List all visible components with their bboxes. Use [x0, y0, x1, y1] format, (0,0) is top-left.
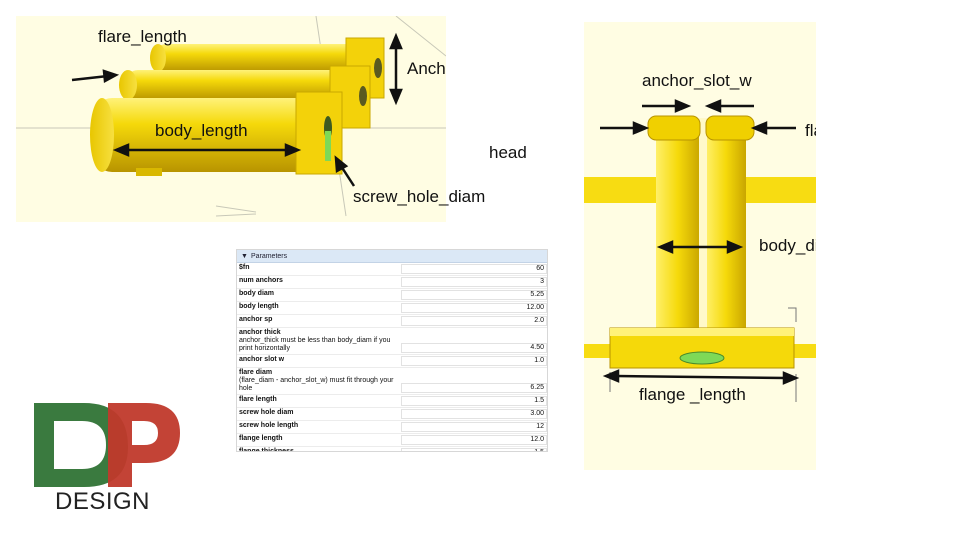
parameter-row: anchor slot w 1.0	[237, 355, 547, 368]
parameter-label: flange length	[239, 435, 283, 442]
anchor-body	[609, 115, 795, 369]
parameter-value-input[interactable]: 12.00	[401, 303, 547, 313]
parameter-label: num anchors	[239, 277, 283, 284]
flare-diam-label: flare_diam	[805, 121, 816, 140]
parameter-label: $fn	[239, 264, 250, 271]
parameter-label: screw hole diam	[239, 409, 294, 416]
parameter-value-input[interactable]: 5.25	[401, 290, 547, 300]
dp-design-logo	[20, 395, 190, 520]
parameter-name: num anchors	[237, 276, 399, 288]
parameter-value-input[interactable]: 4.50	[401, 343, 547, 353]
parameter-name: body length	[237, 302, 399, 314]
parameter-value-input[interactable]: 3	[401, 277, 547, 287]
parameter-value-input[interactable]: 1.0	[401, 356, 547, 366]
parameter-value-input[interactable]: 12	[401, 422, 547, 432]
parameter-label: screw hole length	[239, 422, 299, 429]
parameter-value-input[interactable]: 6.25	[401, 383, 547, 393]
right-render-panel: anchor_slot_w flare_diam body_diam flang…	[584, 22, 816, 470]
parameter-value-input[interactable]: 1.5	[401, 448, 547, 451]
parameter-name: screw hole length	[237, 421, 399, 433]
logo-design-text: DESIGN	[55, 488, 151, 515]
anchors-3d-render	[16, 16, 446, 217]
parameters-title: Parameters	[250, 252, 288, 260]
parameter-row: $fn 60	[237, 263, 547, 276]
flange-length-label: flange _length	[639, 385, 746, 404]
left-render-panel: flare_length Anchor_thick body_length	[16, 16, 446, 222]
collapse-triangle-icon[interactable]: ▼	[241, 252, 248, 260]
parameters-panel: ▼ Parameters $fn 60 num anchors 3 body diam 5…	[236, 249, 548, 452]
parameter-row: flare diam(flare_diam - anchor_slot_w) m…	[237, 368, 547, 395]
parameter-label: body length	[239, 303, 279, 310]
parameter-name: screw hole diam	[237, 408, 399, 420]
parameters-list: $fn 60 num anchors 3 body diam 5.25 body lengt…	[237, 263, 547, 452]
parameter-name: flange length	[237, 434, 399, 446]
parameter-label: anchor thick	[239, 329, 281, 336]
parameter-row: body length 12.00	[237, 302, 547, 315]
parameter-name: $fn	[237, 263, 399, 275]
parameter-row: flange thickness 1.5	[237, 447, 547, 452]
parameter-value-input[interactable]: 60	[401, 264, 547, 274]
parameter-label: flange thickness	[239, 448, 294, 452]
body-diam-label: body_diam	[759, 236, 816, 255]
parameter-label: anchor sp	[239, 316, 273, 323]
anchor-slot-w-label: anchor_slot_w	[642, 71, 752, 90]
anchor-cylinder-front	[90, 91, 343, 176]
parameter-name: body diam	[237, 289, 399, 301]
parameter-label: flare length	[239, 396, 277, 403]
screw-hole-diam-label: screw_hole_diam	[353, 187, 486, 206]
parameter-description: (flare_diam - anchor_slot_w) must fit th…	[239, 377, 394, 392]
parameter-row: anchor sp 2.0	[237, 315, 547, 328]
parameter-label: body diam	[239, 290, 275, 297]
parameters-header[interactable]: ▼ Parameters	[237, 250, 547, 263]
anchor-thick-label: Anchor_thick	[407, 59, 446, 78]
parameter-name: anchor slot w	[237, 355, 399, 367]
parameter-label: anchor slot w	[239, 356, 285, 363]
parameter-row: screw hole diam 3.00	[237, 408, 547, 421]
head-label: head	[489, 143, 527, 162]
parameter-name: flare length	[237, 395, 399, 407]
parameter-value-input[interactable]: 12.0	[401, 435, 547, 445]
parameter-value-input[interactable]: 3.00	[401, 409, 547, 419]
parameter-row: num anchors 3	[237, 276, 547, 289]
parameter-row: flange length 12.0	[237, 434, 547, 447]
right-dimension-arrows	[600, 99, 800, 385]
left-dimension-arrows	[71, 32, 403, 187]
parameter-label: flare diam	[239, 369, 273, 376]
flare-length-label: flare_length	[98, 27, 187, 46]
dp-logo-mark	[34, 403, 180, 487]
parameter-value-input[interactable]: 1.5	[401, 396, 547, 406]
parameter-description: anchor_thick must be less than body_diam…	[239, 337, 391, 352]
parameter-name: anchor sp	[237, 315, 399, 327]
parameter-row: screw hole length 12	[237, 421, 547, 434]
parameter-name: flange thickness	[237, 447, 399, 452]
parameter-name: flare diam(flare_diam - anchor_slot_w) m…	[237, 368, 399, 394]
anchor-front-render	[584, 99, 816, 402]
body-length-label: body_length	[155, 121, 248, 140]
parameter-value-input[interactable]: 2.0	[401, 316, 547, 326]
parameter-row: body diam 5.25	[237, 289, 547, 302]
parameter-row: flare length 1.5	[237, 395, 547, 408]
